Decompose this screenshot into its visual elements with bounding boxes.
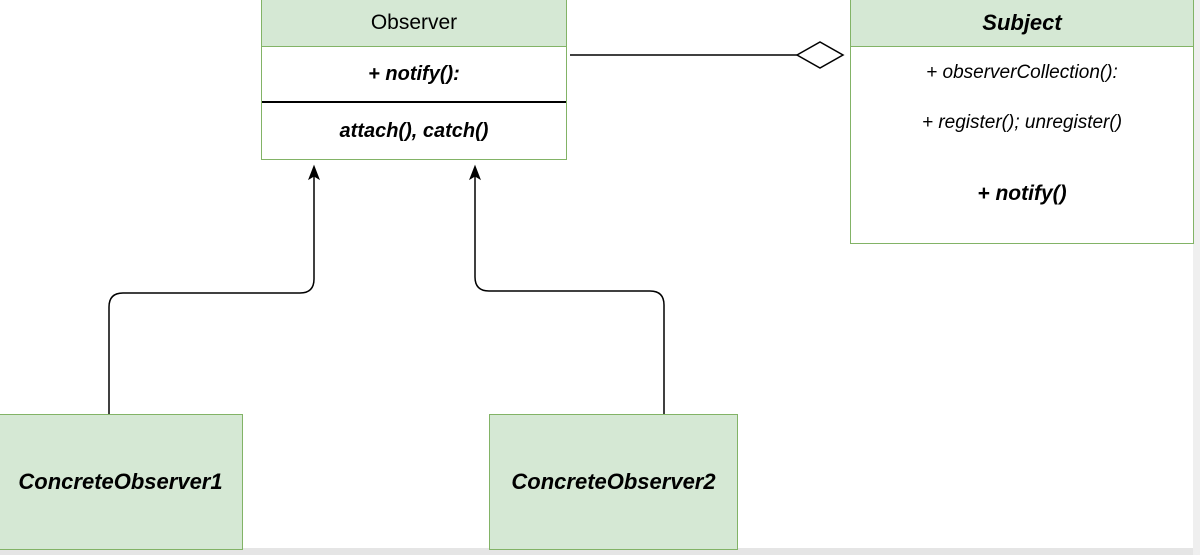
connector-path-2: [474, 172, 665, 416]
observer-methods: attach(), catch(): [339, 119, 489, 142]
aggregation-diamond: [795, 41, 845, 69]
arrowhead-2: [469, 164, 481, 181]
observer-class[interactable]: Observer + notify(): attach(), catch(): [261, 0, 567, 160]
concrete-observer-2[interactable]: ConcreteObserver2: [489, 414, 738, 550]
observer-notify-operation: + notify():: [262, 47, 566, 103]
subject-register-unregister: + register(); unregister(): [921, 112, 1123, 133]
aggregation-connector[interactable]: [570, 41, 845, 69]
subject-class[interactable]: Subject + observerCollection(): + regist…: [850, 0, 1194, 244]
concrete-observer-1[interactable]: ConcreteObserver1: [0, 414, 243, 550]
arrowhead-1: [308, 164, 320, 181]
canvas-right-edge: [1193, 0, 1200, 555]
observer-class-name: Observer: [262, 0, 566, 47]
subject-notify: + notify(): [977, 182, 1067, 205]
subject-class-name: Subject: [851, 0, 1193, 47]
connector-path-1: [108, 172, 315, 420]
subject-observer-collection: + observerCollection():: [926, 62, 1118, 83]
canvas-bottom-edge: [0, 548, 1200, 555]
inheritance-connector-2[interactable]: [469, 164, 665, 416]
inheritance-connector-1[interactable]: [108, 164, 320, 420]
